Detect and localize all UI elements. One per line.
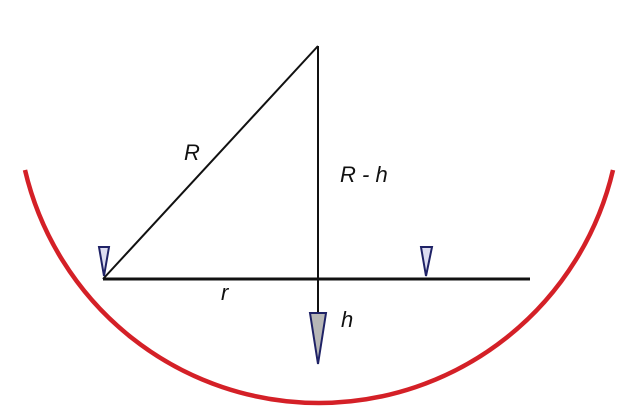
circle-arc — [22, 169, 616, 406]
label-half-chord: r — [221, 280, 230, 305]
label-r-minus-h: R - h — [340, 162, 388, 187]
label-radius: R — [184, 140, 200, 165]
height-marker — [308, 312, 328, 365]
label-height: h — [341, 307, 353, 332]
left-chord-end-marker — [97, 246, 111, 277]
radius-line — [102, 45, 319, 280]
right-chord-marker — [419, 246, 434, 277]
